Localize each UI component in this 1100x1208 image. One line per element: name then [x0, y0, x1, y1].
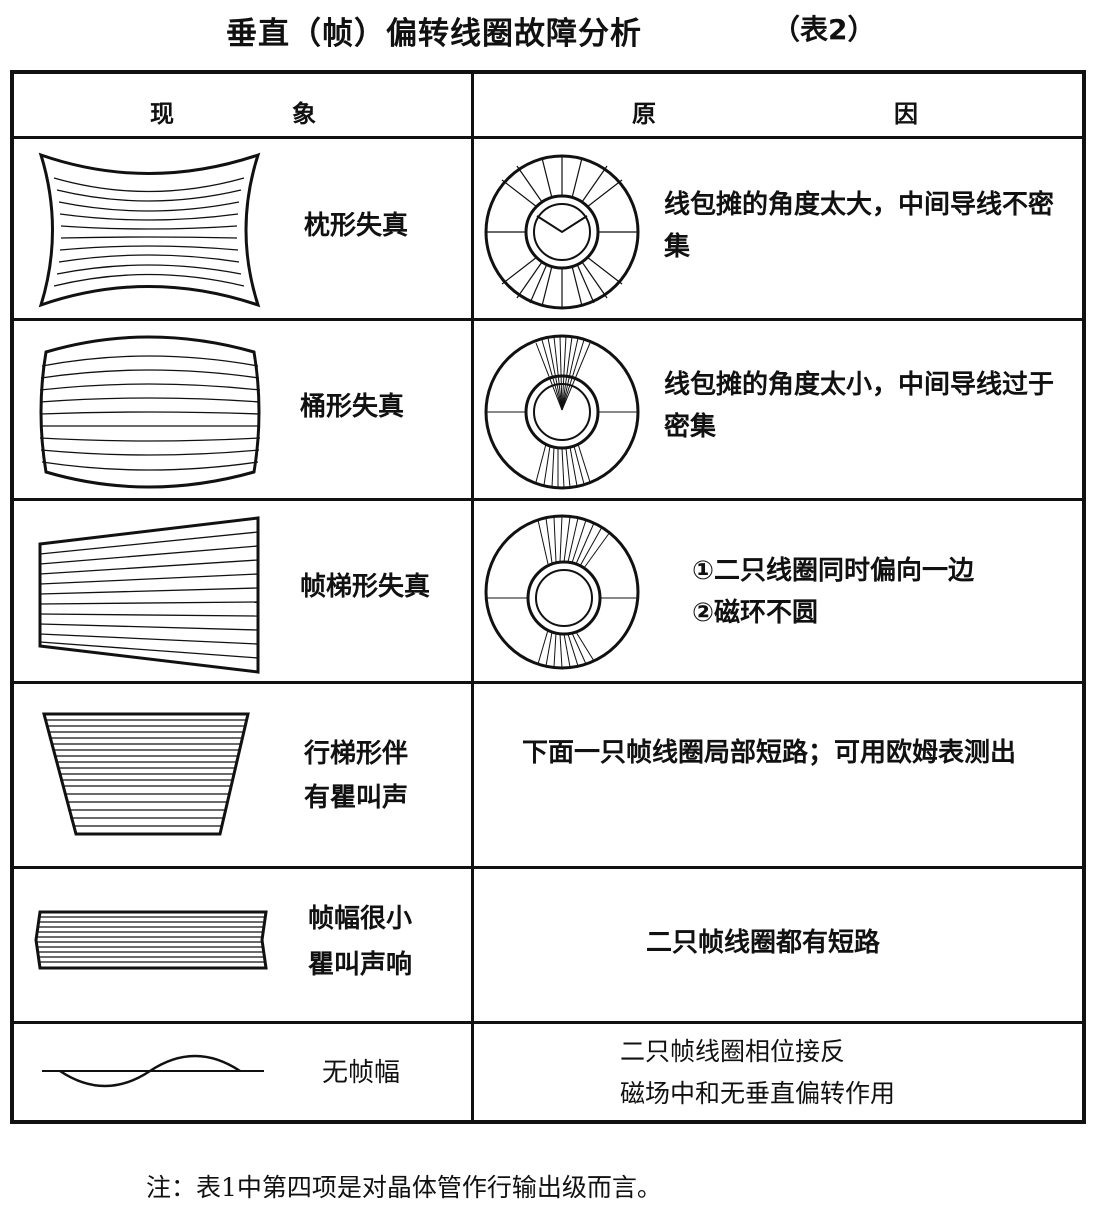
phenomenon-label-5a: 帧幅很小: [308, 904, 413, 934]
phenomenon-label-2: 桶形失真: [300, 392, 405, 422]
cause-text-3b: ②磁环不圆: [692, 598, 819, 628]
row-divider-1: [14, 318, 1082, 321]
cause-text-4: 下面一只帧线圈局部短路；可用欧姆表测出: [522, 738, 1017, 768]
table-number: （表2）: [772, 13, 876, 46]
header-phenomenon-char2: 象: [292, 100, 316, 128]
phenomenon-label-4b: 有瞿叫声: [304, 783, 409, 813]
coil-offset-diagram: [484, 514, 640, 670]
column-divider: [471, 74, 474, 1120]
barrel-distortion-diagram: [39, 335, 261, 489]
row-divider-2: [14, 498, 1082, 501]
cause-text-6a: 二只帧线圈相位接反: [620, 1037, 846, 1066]
coil-angle-too-wide-diagram: [484, 154, 640, 310]
phenomenon-label-4a: 行梯形伴: [304, 739, 409, 769]
phenomenon-label-5b: 瞿叫声响: [308, 950, 413, 980]
cause-text-5: 二只帧线圈都有短路: [646, 928, 881, 958]
cause-text-3a: ①二只线圈同时偏向一边: [692, 556, 975, 586]
table-title: 垂直（帧）偏转线圈故障分析: [226, 16, 642, 52]
phenomenon-label-3: 帧梯形失真: [300, 572, 431, 602]
coil-angle-too-narrow-diagram: [484, 334, 640, 490]
phenomenon-label-1: 枕形失真: [304, 211, 409, 241]
cause-text-1: 线包摊的角度太大，中间导线不密集: [664, 190, 1055, 262]
header-cause-char1: 原: [632, 100, 656, 128]
header-divider: [14, 136, 1082, 139]
pincushion-distortion-diagram: [38, 152, 261, 308]
line-trapezoid-diagram: [42, 712, 250, 836]
frame-trapezoid-diagram: [38, 516, 260, 674]
cause-text-6b: 磁场中和无垂直偏转作用: [620, 1079, 896, 1108]
phenomenon-label-6: 无帧幅: [322, 1058, 401, 1088]
header-cause-char2: 因: [894, 100, 918, 128]
table-frame: [10, 70, 1086, 1124]
row-divider-5: [14, 1021, 1082, 1024]
row-divider-4: [14, 866, 1082, 869]
row-divider-3: [14, 681, 1082, 684]
cause-text-2: 线包摊的角度太小，中间导线过于密集: [664, 370, 1055, 442]
small-frame-amplitude-diagram: [34, 910, 268, 970]
no-frame-amplitude-waveform: [42, 1054, 264, 1088]
header-phenomenon-char1: 现: [150, 100, 174, 128]
footnote: 注：表1中第四项是对晶体管作行输出级而言。: [146, 1173, 662, 1202]
